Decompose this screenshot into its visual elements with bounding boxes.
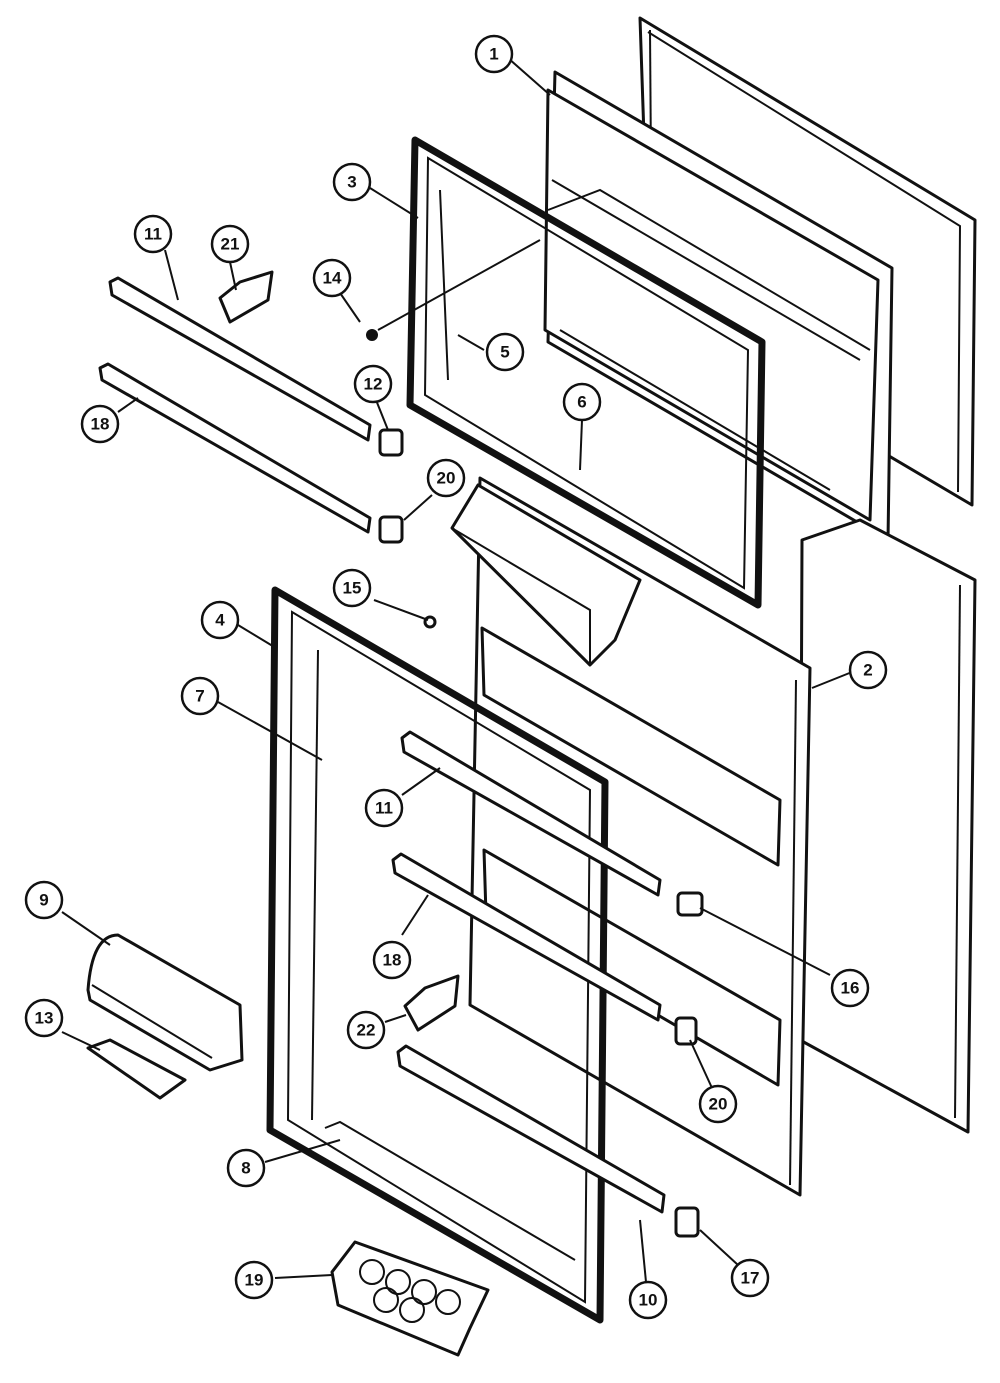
egg-tray xyxy=(330,1240,490,1357)
fresh-food-outer-door-panel xyxy=(798,518,977,1134)
callout-16-label: 16 xyxy=(841,979,860,998)
callout-5-label: 5 xyxy=(500,343,509,362)
callout-13-label: 13 xyxy=(35,1009,54,1028)
callout-6: 6 xyxy=(562,382,602,422)
callout-1-label: 1 xyxy=(489,45,498,64)
callout-20-lower: 20 xyxy=(698,1084,738,1124)
callout-13: 13 xyxy=(24,998,64,1038)
callout-18-lower-label: 18 xyxy=(383,951,402,970)
callout-15-label: 15 xyxy=(343,579,362,598)
callout-16: 16 xyxy=(830,968,870,1008)
callout-9-label: 9 xyxy=(39,891,48,910)
callout-20-upper-label: 20 xyxy=(437,469,456,488)
dairy-door xyxy=(86,1038,187,1100)
callout-15: 15 xyxy=(332,568,372,608)
callout-2-label: 2 xyxy=(863,661,872,680)
callout-20-lower-label: 20 xyxy=(709,1095,728,1114)
callout-19-label: 19 xyxy=(245,1271,264,1290)
screw-14 xyxy=(366,239,541,341)
end-cap-16 xyxy=(676,891,704,917)
callout-21: 21 xyxy=(210,224,250,264)
callout-22: 22 xyxy=(346,1010,386,1050)
callout-12-label: 12 xyxy=(364,375,383,394)
callout-5: 5 xyxy=(485,332,525,372)
bracket-22 xyxy=(403,974,460,1032)
end-cap-17 xyxy=(674,1206,700,1238)
callout-12: 12 xyxy=(353,364,393,404)
callout-7: 7 xyxy=(180,676,220,716)
freezer-door-gasket xyxy=(406,136,766,609)
callout-6-label: 6 xyxy=(577,393,586,412)
callout-4-label: 4 xyxy=(215,611,225,630)
callout-1: 1 xyxy=(474,34,514,74)
leader-lines xyxy=(61,57,853,1283)
callout-21-label: 21 xyxy=(221,235,240,254)
end-cap-20-lower xyxy=(674,1016,698,1046)
callout-11-upper: 11 xyxy=(133,214,173,254)
end-cap-20-upper xyxy=(378,515,404,544)
callout-17-label: 17 xyxy=(741,1269,760,1288)
callout-18-lower: 18 xyxy=(372,940,412,980)
callout-14-label: 14 xyxy=(323,269,342,288)
callout-10: 10 xyxy=(628,1280,668,1320)
callout-4: 4 xyxy=(200,600,240,640)
freezer-shelf-rail-upper xyxy=(108,276,372,442)
callout-11-lower: 11 xyxy=(364,788,404,828)
bracket-21 xyxy=(218,270,274,324)
freezer-shelf-rail-lower xyxy=(98,362,372,534)
callout-7-label: 7 xyxy=(195,687,204,706)
callout-14: 14 xyxy=(312,258,352,298)
dairy-compartment xyxy=(86,933,244,1072)
fresh-food-shelf-rail-upper xyxy=(400,730,662,897)
callout-20-upper: 20 xyxy=(426,458,466,498)
callout-2: 2 xyxy=(848,650,888,690)
callout-22-label: 22 xyxy=(357,1021,376,1040)
callout-3-label: 3 xyxy=(347,173,356,192)
callout-8: 8 xyxy=(226,1148,266,1188)
callout-11-lower-label: 11 xyxy=(375,799,393,818)
callout-11-upper-label: 11 xyxy=(144,225,162,244)
callout-9: 9 xyxy=(24,880,64,920)
callout-18-upper: 18 xyxy=(80,404,120,444)
fresh-food-door-liner xyxy=(450,476,812,1197)
callout-10-label: 10 xyxy=(639,1291,658,1310)
fresh-food-shelf-rail-lower xyxy=(396,1044,666,1214)
callout-17: 17 xyxy=(730,1258,770,1298)
callout-3: 3 xyxy=(332,162,372,202)
callout-8-label: 8 xyxy=(241,1159,250,1178)
callout-19: 19 xyxy=(234,1260,274,1300)
callout-18-upper-label: 18 xyxy=(91,415,110,434)
fresh-food-door-gasket xyxy=(266,586,609,1324)
end-cap-12 xyxy=(378,428,404,457)
fresh-food-shelf-rail-middle xyxy=(391,852,662,1022)
